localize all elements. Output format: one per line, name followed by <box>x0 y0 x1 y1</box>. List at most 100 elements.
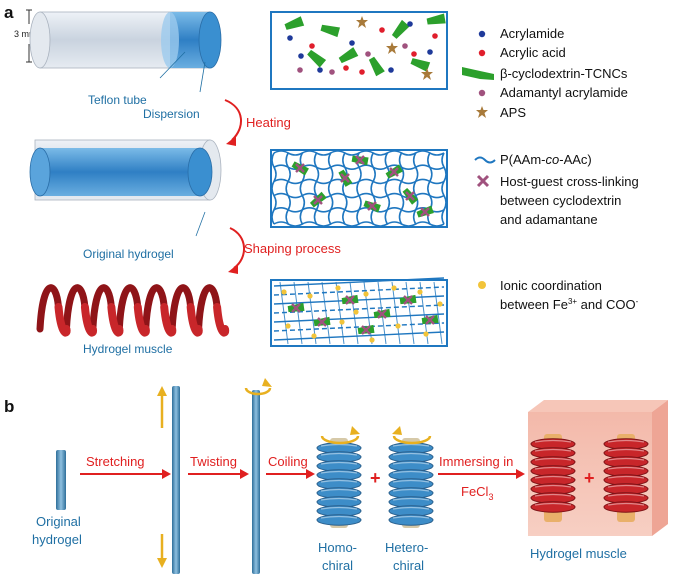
aps-molecule <box>356 16 368 28</box>
host-guest-mark <box>377 309 387 319</box>
ionic-network-structure <box>273 277 445 345</box>
acrylamide-molecule <box>349 40 355 46</box>
helix-front-segment <box>54 303 71 337</box>
cyclodextrin-molecule <box>307 49 327 68</box>
coil-highlight <box>392 452 430 456</box>
coil-highlight <box>534 466 572 470</box>
fecl3-label: FeCl3 <box>461 484 493 502</box>
dimension-label: 3 mm <box>14 29 37 39</box>
coil-highlight <box>392 461 430 465</box>
helix-back-segment <box>195 284 221 333</box>
cyclodextrin-molecule <box>338 47 359 64</box>
coil-highlight <box>607 448 645 452</box>
legend-acrylamide: Acrylamide <box>500 26 564 41</box>
coil-turn <box>388 514 434 526</box>
acrylamide-molecule <box>287 35 293 41</box>
fe-ion <box>281 289 287 295</box>
coil-highlight <box>320 488 358 492</box>
polymer-chain <box>342 152 348 225</box>
legend-network: P(AAm-co-AAc) Host-guest cross-linking b… <box>474 152 639 227</box>
cross-chain <box>391 281 401 345</box>
coil-highlight <box>607 484 645 488</box>
hetero-line1: Hetero- <box>385 540 428 555</box>
fe-ion <box>311 333 317 339</box>
legend-aps: APS <box>500 105 526 120</box>
host-guest-mark <box>420 207 430 217</box>
shaping-arrowhead <box>228 264 238 274</box>
fe-ion-marker <box>478 281 486 289</box>
helix-back-segment <box>142 284 168 333</box>
adamantyl-molecule <box>329 69 335 75</box>
teflon-tube-icon <box>29 11 222 69</box>
acrylic-acid-molecule <box>379 27 385 33</box>
homochiral-coil <box>316 438 362 528</box>
cross-chain <box>321 281 331 345</box>
cyclodextrin-molecule <box>426 13 446 25</box>
coil-highlight <box>607 475 645 479</box>
legend-hostguest-3: and adamantane <box>500 212 598 227</box>
coil-highlight <box>607 493 645 497</box>
original-line1: Original <box>36 514 81 529</box>
acrylamide-molecule <box>298 53 304 59</box>
helix-back-segment <box>62 284 89 333</box>
host-guest-mark <box>291 303 301 313</box>
cyclodextrin-molecule <box>320 24 340 38</box>
original-hydrogel-label: Original hydrogel <box>83 247 174 261</box>
dispersion-pointer <box>199 61 206 93</box>
heating-label: Heating <box>246 115 291 130</box>
coiling-arrowhead <box>306 469 315 479</box>
polymer-chain <box>398 152 405 225</box>
original-rod <box>56 450 66 510</box>
acrylamide-molecule <box>388 67 394 73</box>
host-guest-mark <box>345 295 355 305</box>
host-guest-mark <box>355 155 365 165</box>
acrylic-acid-molecule <box>411 51 417 57</box>
helix-back-segment <box>89 284 115 333</box>
coil-highlight <box>320 506 358 510</box>
helix-front-segment <box>186 303 203 337</box>
acrylamide-molecule <box>427 49 433 55</box>
helix-front-segment <box>160 303 177 337</box>
coiling-label: Coiling <box>268 454 308 469</box>
coil-turn <box>603 501 649 513</box>
panel-a-label: a <box>4 3 14 22</box>
polymer-chain <box>285 152 291 225</box>
acrylic-acid-molecule <box>359 69 365 75</box>
acrylic-acid-molecule <box>343 65 349 71</box>
aligned-chain <box>273 313 445 323</box>
coil-highlight <box>534 475 572 479</box>
aligned-chain <box>273 304 445 314</box>
coil-highlight <box>392 488 430 492</box>
helix-back-segment <box>36 284 62 333</box>
homo-line1: Homo- <box>318 540 357 555</box>
cyclodextrin-molecule <box>391 19 410 39</box>
acrylic-acid-marker <box>478 49 486 57</box>
coil-highlight <box>392 470 430 474</box>
acrylamide-molecule <box>317 67 323 73</box>
legend-hostguest-2: between cyclodextrin <box>500 193 621 208</box>
legend-ionic-2: between Fe3+ and COO- <box>500 297 639 312</box>
coil-highlight <box>392 443 430 447</box>
aps-molecule <box>421 68 433 80</box>
fe-ion <box>423 331 429 337</box>
coil-highlight <box>392 506 430 510</box>
host-guest-mark <box>389 167 399 177</box>
legend-dispersion: Acrylamide Acrylic acid β-cyclodextrin-T… <box>462 26 628 120</box>
helix-front-segment <box>213 303 230 337</box>
hydrogel-muscle-label-b: Hydrogel muscle <box>530 546 627 561</box>
down-arrowhead <box>157 558 167 568</box>
coil-highlight <box>534 448 572 452</box>
fe-ion <box>437 301 443 307</box>
heating-arrowhead <box>226 136 236 146</box>
cyclodextrin-molecule <box>368 56 385 77</box>
coil-highlight <box>320 452 358 456</box>
cyclodextrin-molecule <box>284 16 305 30</box>
helix-back-segment <box>168 284 195 333</box>
aligned-chain <box>273 277 445 287</box>
homo-rotation-icon <box>320 426 360 445</box>
host-guest-mark <box>340 173 350 183</box>
polymer-chain-marker <box>474 156 496 164</box>
tube-pointer <box>159 51 186 79</box>
coil-highlight <box>392 515 430 519</box>
rotation-arrow-icon <box>244 378 272 396</box>
